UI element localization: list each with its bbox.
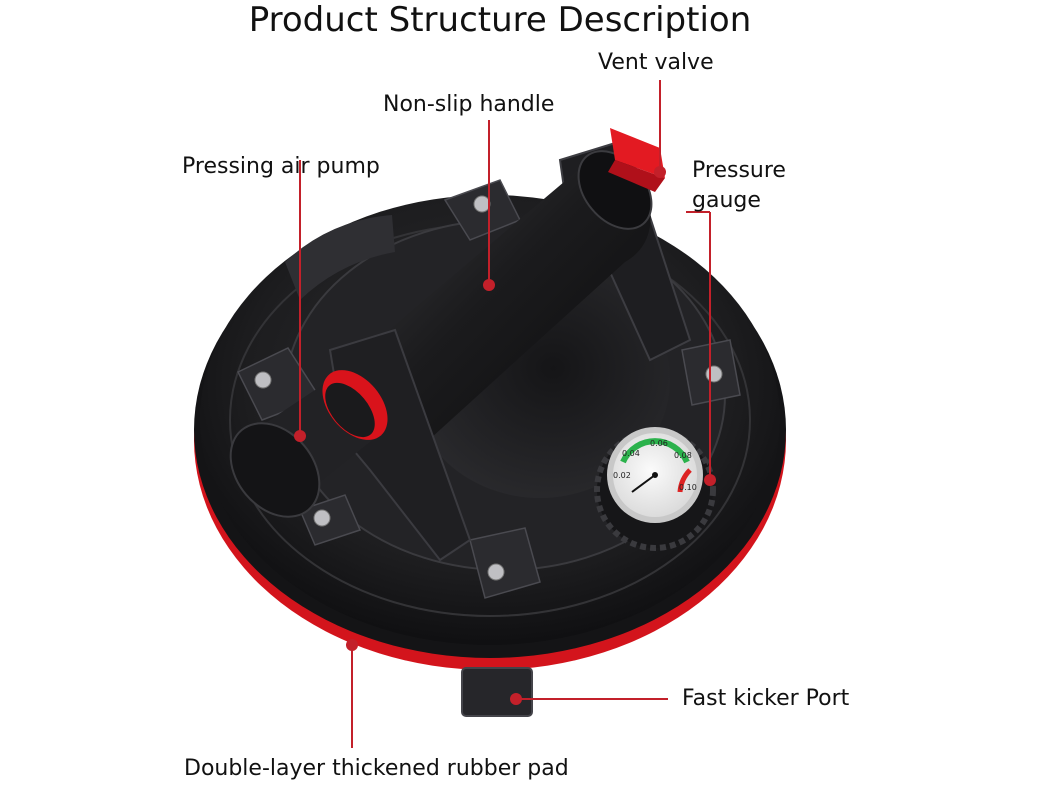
- gauge-tick-label: 0.08: [674, 451, 692, 460]
- label-pressure-gauge-line1: Pressure: [692, 158, 786, 183]
- leader-lines: [294, 80, 716, 748]
- label-pressing-air-pump: Pressing air pump: [182, 154, 380, 179]
- vent-valve: [608, 128, 665, 192]
- label-pressure-gauge-line2: gauge: [692, 188, 761, 213]
- label-non-slip-handle: Non-slip handle: [383, 92, 555, 117]
- label-fast-kicker-port: Fast kicker Port: [682, 686, 850, 711]
- gauge-tick-label: 0.10: [679, 483, 697, 492]
- gauge-tick-label: 0.06: [650, 439, 668, 448]
- fast-kicker-port: [461, 667, 533, 717]
- label-vent-valve: Vent valve: [598, 50, 714, 75]
- page-title: Product Structure Description: [248, 0, 752, 40]
- pressure-gauge: 0.06 0.08 0.04 0.02 0.10: [594, 427, 716, 551]
- gauge-tick-label: 0.02: [613, 471, 631, 480]
- disc-slot: [285, 215, 395, 300]
- pressing-air-pump: [229, 370, 388, 518]
- label-rubber-pad: Double-layer thickened rubber pad: [184, 756, 569, 781]
- gauge-tick-label: 0.04: [622, 449, 640, 458]
